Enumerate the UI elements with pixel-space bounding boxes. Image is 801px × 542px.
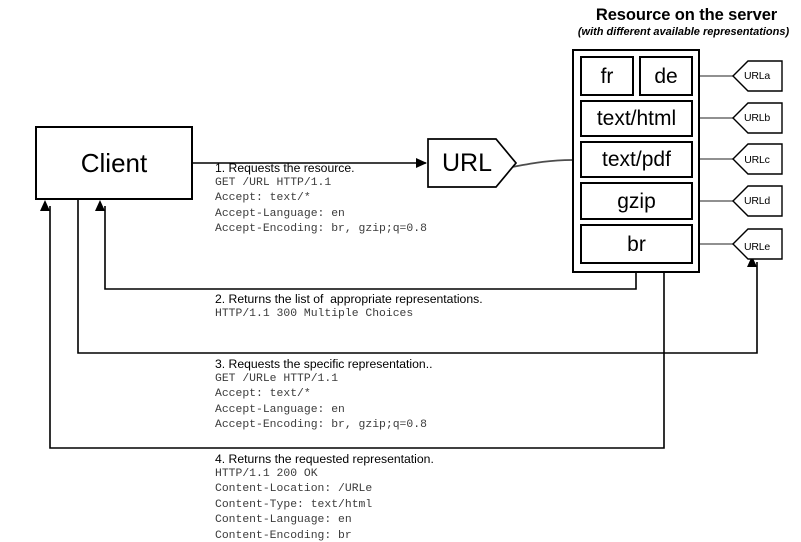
representation-fr-label: fr [600, 64, 614, 88]
step-4-code: HTTP/1.1 200 OK Content-Location: /URLe … [215, 468, 373, 542]
server-subtitle: (with different available representation… [577, 26, 790, 38]
step-4-title: 4. Returns the requested representation. [215, 452, 434, 466]
arrow-returns-representation-list [95, 200, 637, 290]
url-tag-shape-urlc [732, 143, 783, 175]
step-2-code: HTTP/1.1 300 Multiple Choices [215, 308, 414, 320]
step-3-title: 3. Requests the specific representation.… [215, 357, 433, 371]
representation-de-label: de [654, 64, 678, 88]
representation-gzip[interactable]: gzip [580, 182, 693, 220]
server-title: Resource on the server [595, 6, 778, 24]
url-tag-urla[interactable]: URLa [743, 70, 771, 82]
client-label: Client [80, 148, 148, 178]
step-3-code: GET /URLe HTTP/1.1 Accept: text/* Accept… [215, 373, 427, 432]
representation-de[interactable]: de [639, 56, 693, 96]
step-1-code: GET /URL HTTP/1.1 Accept: text/* Accept-… [215, 177, 427, 236]
representation-text-pdf-label: text/pdf [602, 148, 671, 171]
url-tag-shape-urle [732, 228, 783, 260]
url-tag-urlb[interactable]: URLb [743, 112, 771, 124]
url-tag-urld[interactable]: URLd [743, 195, 771, 207]
arrow-requests-specific-representation [77, 200, 758, 354]
arrow-returns-requested-representation [40, 200, 665, 449]
url-tag-urle[interactable]: URLe [743, 241, 771, 253]
representation-br[interactable]: br [580, 224, 693, 264]
step-1-annotation: 1. Requests the resource. GET /URL HTTP/… [215, 161, 427, 238]
url-node-shape [427, 138, 518, 188]
representation-br-label: br [627, 232, 646, 256]
step-1-title: 1. Requests the resource. [215, 161, 355, 175]
representation-fr[interactable]: fr [580, 56, 634, 96]
step-2-title: 2. Returns the list of appropriate repre… [215, 292, 483, 306]
client-box[interactable]: Client [35, 126, 193, 200]
url-tag-shape-urld [732, 185, 783, 217]
step-2-annotation: 2. Returns the list of appropriate repre… [215, 292, 483, 322]
url-tag-shape-urlb [732, 102, 783, 134]
representation-text-html[interactable]: text/html [580, 100, 693, 137]
url-tag-urlc[interactable]: URLc [744, 154, 770, 166]
representation-text-pdf[interactable]: text/pdf [580, 141, 693, 178]
step-4-annotation: 4. Returns the requested representation.… [215, 452, 434, 542]
representation-gzip-label: gzip [617, 189, 656, 213]
url-node-label: URL [441, 148, 492, 177]
representation-text-html-label: text/html [596, 107, 677, 130]
connector-url-to-server [511, 159, 573, 168]
step-3-annotation: 3. Requests the specific representation.… [215, 357, 432, 434]
url-tag-shape-urla [732, 60, 783, 92]
